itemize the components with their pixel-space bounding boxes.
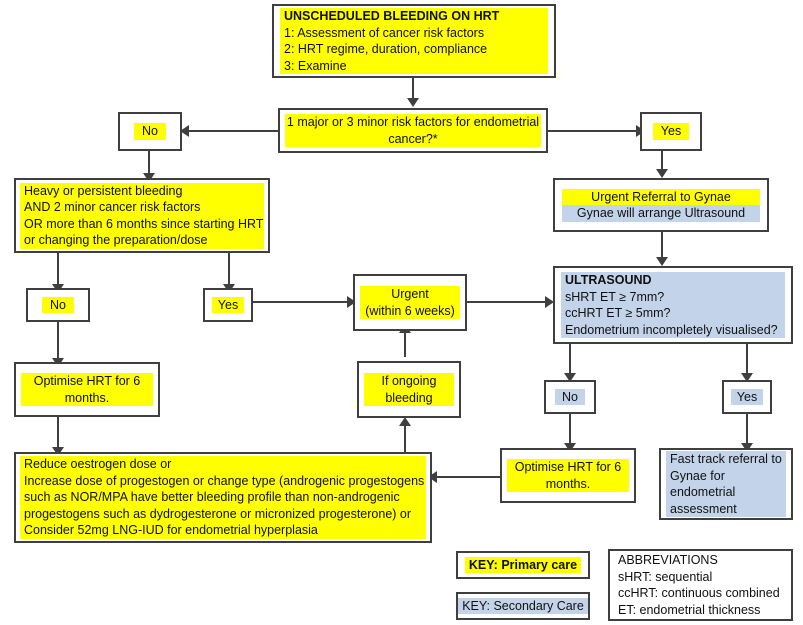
optimise-right-line-1: Optimise HRT for 6 <box>507 459 629 476</box>
node-fast-track: Fast track referral to Gynae for endomet… <box>659 448 793 520</box>
criteria-line-4: or changing the preparation/dose <box>20 232 264 249</box>
urgent-line-1: Urgent <box>360 286 460 303</box>
node-urgent-referral: Urgent Referral to Gynae Gynae will arra… <box>553 178 769 232</box>
arrowhead-optimise-to-treatment <box>52 447 64 456</box>
connector-yes-to-urgent <box>253 301 351 303</box>
ultrasound-line-4: Endometrium incompletely visualised? <box>561 321 785 338</box>
connector-optimiseright-to-treatment <box>436 476 526 478</box>
connector-no-to-optimise <box>57 322 59 361</box>
connector-criteria-to-yes <box>228 253 230 286</box>
node-risk-yes: Yes <box>640 112 702 151</box>
legend-secondary-care: KEY: Secondary Care <box>456 592 590 620</box>
risk-no-label: No <box>134 123 166 140</box>
node-optimise-left: Optimise HRT for 6 months. <box>14 362 160 417</box>
connector-ultrasound-to-no <box>569 344 571 376</box>
urgent-referral-line-1: Urgent Referral to Gynae <box>562 188 760 205</box>
connector-urgent-to-ultrasound <box>467 301 549 303</box>
ultrasound-line-1: ULTRASOUND <box>561 272 785 289</box>
header-line-2: 1: Assessment of cancer risk factors <box>280 24 548 41</box>
arrowhead-treatment-to-ongoing <box>399 417 411 426</box>
connector-ongoing-to-urgent <box>404 331 406 357</box>
fast-track-line-3: assessment <box>666 500 786 517</box>
urgent-line-2: (within 6 weeks) <box>360 302 460 319</box>
fast-track-line-1: Fast track referral to <box>666 451 786 468</box>
connector-usyes-to-fasttrack <box>746 414 748 446</box>
legend-primary-care: KEY: Primary care <box>456 551 590 579</box>
fast-track-line-2: Gynae for endometrial <box>666 467 786 501</box>
node-if-ongoing-bleeding: If ongoing bleeding <box>357 361 461 418</box>
connector-optimise-to-treatment <box>57 417 59 450</box>
arrowhead-usyes-to-fasttrack <box>741 443 753 452</box>
arrowhead-ultrasound-to-no <box>564 373 576 382</box>
abbreviations-line-2: ccHRT: continuous combined <box>618 586 780 600</box>
node-criteria-yes: Yes <box>203 288 253 322</box>
arrowhead-yes-to-referral <box>656 169 668 178</box>
connector-ultrasound-to-yes <box>746 344 748 376</box>
legend-primary-care-label: KEY: Primary care <box>464 556 582 574</box>
criteria-line-2: AND 2 minor cancer risk factors <box>20 199 264 216</box>
legend-secondary-care-label: KEY: Secondary Care <box>458 597 588 615</box>
arrowhead-ultrasound-to-yes <box>741 373 753 382</box>
node-ultrasound-yes: Yes <box>722 380 772 414</box>
treatment-line-5: Consider 52mg LNG-IUD for endometrial hy… <box>20 522 426 539</box>
node-header: UNSCHEDULED BLEEDING ON HRT 1: Assessmen… <box>272 4 556 78</box>
arrowhead-yes-to-urgent <box>347 296 356 308</box>
risk-decision-text: 1 major or 3 minor risk factors for endo… <box>285 114 543 147</box>
header-line-4: 3: Examine <box>280 57 548 74</box>
optimise-right-line-2: months. <box>507 475 629 492</box>
node-criteria-no: No <box>26 288 90 322</box>
connector-risk-to-no <box>182 130 278 132</box>
node-optimise-right: Optimise HRT for 6 months. <box>500 448 636 503</box>
node-risk-no: No <box>118 112 182 151</box>
connector-usno-to-optimise <box>569 414 571 446</box>
connector-header-to-risk <box>412 78 414 100</box>
node-risk-decision: 1 major or 3 minor risk factors for endo… <box>278 108 548 153</box>
node-ultrasound: ULTRASOUND sHRT ET ≥ 7mm? ccHRT ET ≥ 5mm… <box>553 266 793 344</box>
node-bleeding-criteria: Heavy or persistent bleeding AND 2 minor… <box>14 178 270 253</box>
connector-criteria-to-no <box>57 253 59 286</box>
criteria-line-3: OR more than 6 months since starting HRT <box>20 215 264 232</box>
arrowhead-no-to-criteria <box>143 173 155 182</box>
criteria-line-1: Heavy or persistent bleeding <box>20 182 264 199</box>
treatment-line-2: Increase dose of progestogen or change t… <box>20 472 426 490</box>
treatment-line-3: such as NOR/MPA have better bleeding pro… <box>20 489 426 506</box>
arrowhead-optimiseright-to-treatment <box>428 471 437 483</box>
header-line-3: 2: HRT regime, duration, compliance <box>280 41 548 58</box>
arrowhead-header-to-risk <box>407 98 419 107</box>
ultrasound-yes-label: Yes <box>730 388 764 406</box>
criteria-yes-label: Yes <box>211 296 245 314</box>
node-urgent: Urgent (within 6 weeks) <box>353 274 467 331</box>
arrowhead-referral-to-ultrasound <box>656 257 668 266</box>
ultrasound-no-label: No <box>555 388 585 406</box>
ultrasound-line-2: sHRT ET ≥ 7mm? <box>561 288 785 305</box>
abbreviations-line-3: ET: endometrial thickness <box>618 602 761 617</box>
treatment-line-4: progestogens such as dydrogesterone or m… <box>20 505 426 523</box>
criteria-no-label: No <box>42 296 74 314</box>
arrowhead-usno-to-optimise <box>564 443 576 452</box>
abbreviations-line-1: sHRT: sequential <box>618 569 713 584</box>
connector-referral-to-ultrasound <box>661 232 663 261</box>
optimise-left-line-1: Optimise HRT for 6 <box>21 373 153 390</box>
node-treatment: Reduce oestrogen dose or Increase dose o… <box>14 452 432 543</box>
abbreviations-box: ABBREVIATIONS sHRT: sequential ccHRT: co… <box>608 549 793 621</box>
connector-no-to-criteria <box>148 151 150 177</box>
connector-risk-to-yes <box>548 130 640 132</box>
node-ultrasound-no: No <box>544 380 596 414</box>
if-ongoing-line-1: If ongoing <box>364 373 454 390</box>
risk-yes-label: Yes <box>652 123 690 140</box>
ultrasound-line-3: ccHRT ET ≥ 5mm? <box>561 305 785 322</box>
connector-treatment-to-ongoing <box>404 424 406 464</box>
abbreviations-heading: ABBREVIATIONS <box>618 553 718 567</box>
header-line-1: UNSCHEDULED BLEEDING ON HRT <box>280 8 548 25</box>
urgent-referral-line-2: Gynae will arrange Ultrasound <box>562 205 760 222</box>
arrowhead-risk-to-no <box>180 125 189 137</box>
optimise-left-line-2: months. <box>21 389 153 406</box>
treatment-line-1: Reduce oestrogen dose or <box>20 456 426 473</box>
arrowhead-urgent-to-ultrasound <box>545 296 554 308</box>
connector-yes-to-referral <box>661 151 663 173</box>
if-ongoing-line-2: bleeding <box>364 389 454 406</box>
